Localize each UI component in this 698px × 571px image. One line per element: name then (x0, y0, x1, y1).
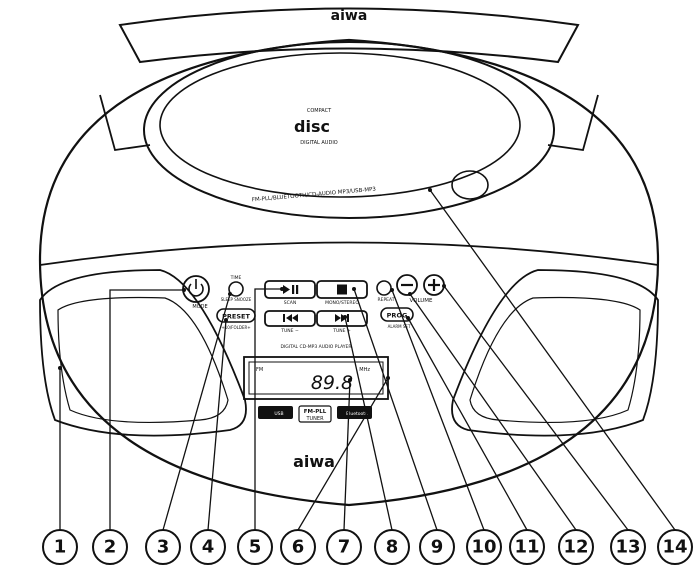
callout-3: 3 (145, 529, 181, 565)
display-frequency: 89.8 (311, 372, 353, 394)
svg-text:2: 2 (104, 537, 117, 558)
leader-dots (58, 188, 446, 382)
previous-button[interactable] (264, 310, 316, 327)
callout-13: 13 (610, 529, 646, 565)
svg-text:11: 11 (514, 537, 539, 558)
svg-text:9: 9 (431, 537, 444, 558)
svg-text:USB: USB (274, 411, 283, 417)
power-icon (188, 283, 204, 297)
left-speaker-grille (39, 269, 247, 437)
svg-text:13: 13 (615, 537, 640, 558)
svg-text:3: 3 (157, 537, 170, 558)
display-band: FM (256, 367, 263, 373)
disc-logo-top: COMPACT (307, 108, 332, 114)
body-outline (38, 38, 660, 507)
callouts: 1 2 3 4 5 6 7 8 9 10 11 12 13 14 (42, 529, 693, 565)
svg-text:FM-PLL: FM-PLL (304, 409, 327, 415)
callout-4: 4 (190, 529, 226, 565)
right-handle-side (547, 94, 599, 152)
svg-text:12: 12 (563, 537, 588, 558)
callout-2: 2 (92, 529, 128, 565)
next-button[interactable] (316, 310, 368, 327)
tune-minus-label: TUNE − (280, 328, 299, 334)
callout-1: 1 (42, 529, 78, 565)
scan-label: SCAN (284, 300, 296, 306)
svg-text:TUNER: TUNER (305, 416, 324, 422)
player-caption: DIGITAL CD-MP3 AUDIO PLAYER (280, 344, 351, 350)
time-sleep-button[interactable] (228, 281, 244, 297)
cd-lid-inner (159, 52, 521, 198)
svg-text:14: 14 (662, 537, 687, 558)
callout-12: 12 (558, 529, 594, 565)
svg-text:4: 4 (202, 537, 215, 558)
tune-plus-label: TUNE + (332, 328, 351, 334)
time-label: TIME (230, 275, 242, 281)
callout-8: 8 (374, 529, 410, 565)
mode-label: MODE (192, 304, 207, 310)
disc-logo: disc (294, 117, 330, 136)
usb-badge (258, 406, 293, 419)
top-logo: aiwa (331, 8, 368, 24)
display-unit: MHz (359, 367, 370, 373)
previous-icon (283, 314, 285, 322)
sleep-snooze-label: SLEEP SNOOZE (221, 297, 252, 302)
callout-6: 6 (280, 529, 316, 565)
svg-text:6: 6 (292, 537, 305, 558)
svg-text:7: 7 (338, 537, 351, 558)
callout-7: 7 (326, 529, 362, 565)
right-speaker-grille (451, 269, 659, 437)
repeat-button[interactable] (376, 280, 392, 296)
play-pause-icon (283, 285, 290, 294)
preset-label: PRESET (222, 313, 250, 321)
callout-14: 14 (657, 529, 693, 565)
prog-label: PROG (387, 312, 408, 320)
svg-text:10: 10 (471, 537, 496, 558)
preset-sublabel: +10/FOLDER+ (221, 325, 250, 330)
left-speaker-inner (57, 296, 229, 424)
stop-icon (337, 284, 347, 295)
cd-lid-outer (143, 41, 555, 219)
prog-button[interactable] (380, 307, 414, 322)
callout-9: 9 (419, 529, 455, 565)
svg-text:8: 8 (386, 537, 399, 558)
lid-open-tab[interactable] (451, 170, 489, 200)
right-speaker-inner (469, 296, 641, 424)
callout-11: 11 (509, 529, 545, 565)
alarm-set-label: ALARM SET (388, 324, 411, 329)
callout-10: 10 (466, 529, 502, 565)
stop-button[interactable] (316, 280, 368, 299)
front-logo: aiwa (293, 452, 335, 471)
svg-text:5: 5 (249, 537, 262, 558)
svg-text:1: 1 (54, 537, 67, 558)
callout-5: 5 (237, 529, 273, 565)
disc-logo-bottom: DIGITAL AUDIO (300, 140, 338, 146)
control-band-top (39, 241, 659, 266)
leader-lines (59, 189, 676, 531)
repeat-label: REPEAT (377, 297, 394, 303)
left-handle-side (99, 94, 151, 152)
svg-text:Bluetooth: Bluetooth (346, 411, 368, 417)
mono-stereo-label: MONO/STEREO (325, 300, 359, 306)
fm-pll-tuner-badge (298, 405, 332, 423)
lid-rim-text: FM-PLL/BLUETOOTH/CD-AUDIO MP3/USB-MP3 (252, 187, 377, 204)
volume-down-button[interactable] (396, 274, 418, 296)
bluetooth-badge (337, 406, 372, 419)
volume-label: VOLUME (409, 298, 433, 304)
next-icon (335, 314, 341, 322)
